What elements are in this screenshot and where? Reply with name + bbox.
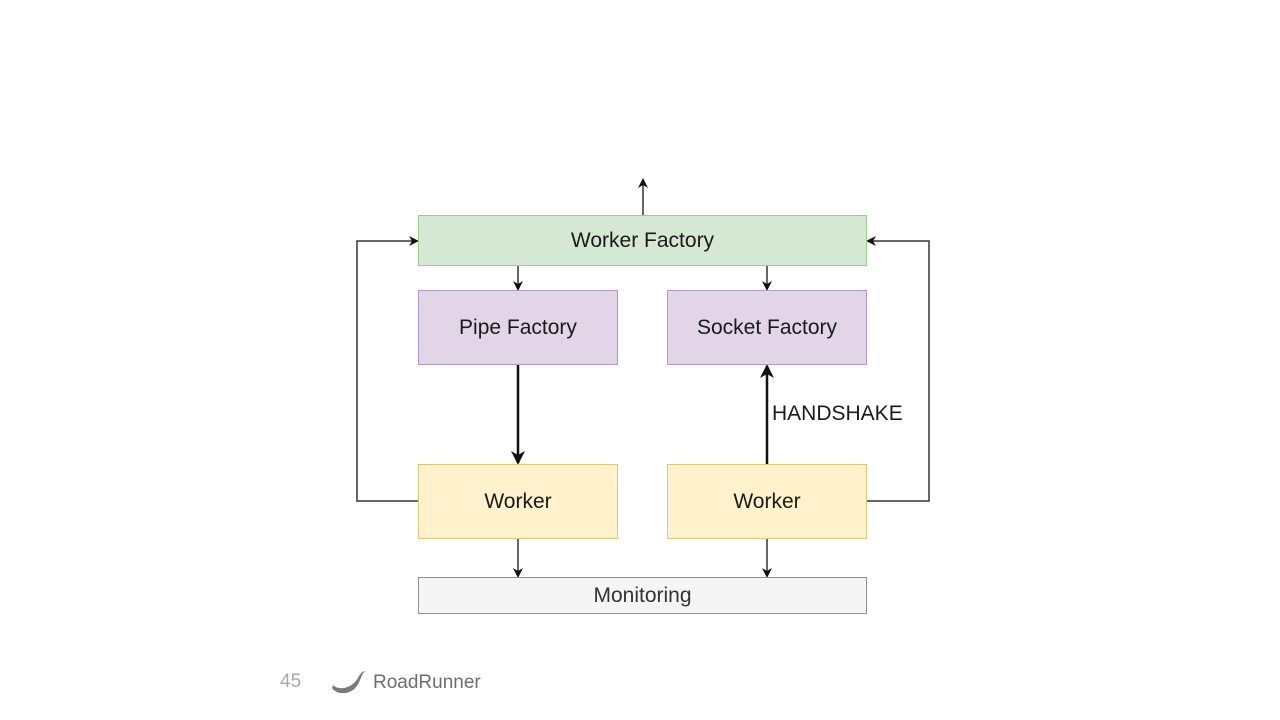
worker-left-label: Worker [484, 489, 552, 513]
worker-factory-node: Worker Factory [418, 215, 867, 266]
worker-factory-label: Worker Factory [570, 228, 715, 252]
monitoring-label: Monitoring [593, 583, 692, 607]
edge-right-worker-to-wf [866, 236, 930, 502]
socket-factory-node: Socket Factory [667, 290, 867, 365]
worker-right-label: Worker [733, 489, 801, 513]
edge-left-worker-to-wf [356, 236, 419, 502]
worker-right-node: Worker [667, 464, 867, 539]
monitoring-node: Monitoring [418, 577, 867, 614]
pipe-factory-label: Pipe Factory [459, 315, 577, 339]
handshake-label: HANDSHAKE [772, 402, 903, 425]
page-number: 45 [280, 671, 302, 692]
socket-factory-label: Socket Factory [696, 315, 838, 339]
worker-left-node: Worker [418, 464, 618, 539]
brand-name: RoadRunner [373, 672, 481, 693]
pipe-factory-node: Pipe Factory [418, 290, 618, 365]
roadrunner-logo-icon [332, 671, 366, 694]
